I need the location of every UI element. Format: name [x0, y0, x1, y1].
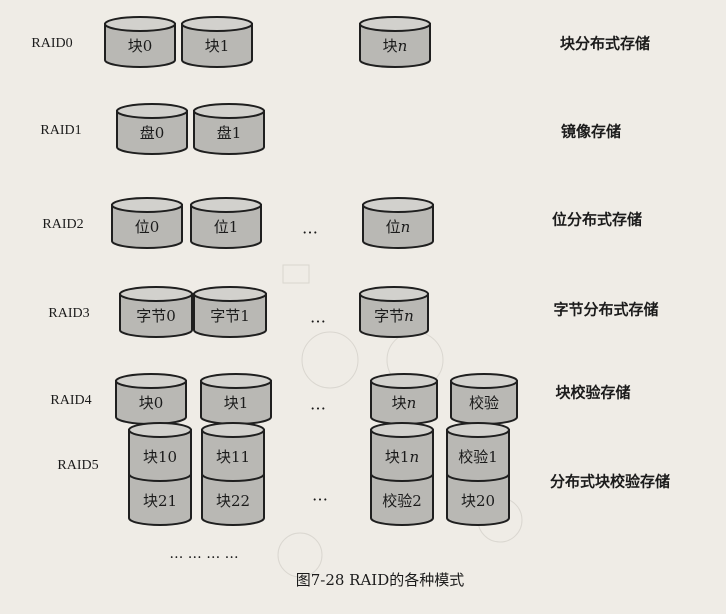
mode-description: 分布式块校验存储 [550, 473, 670, 491]
ellipsis: … [310, 395, 326, 414]
raid-row-raid3: RAID3 字节0 字节1 字节n … 字节分布式存储 [48, 286, 659, 338]
raid-level-label: RAID5 [57, 458, 98, 473]
disk-label: 块n [383, 37, 408, 55]
disk-0: 盘0 [116, 103, 188, 155]
disk-label: 块11 [216, 448, 250, 466]
ellipsis: … [310, 308, 326, 327]
disk-stack-2: 块1n 校验2 [370, 422, 434, 526]
disk-1: 盘1 [193, 103, 265, 155]
mode-description: 块校验存储 [555, 384, 630, 402]
disk-label: 块1 [205, 37, 230, 55]
disk-label: 字节0 [136, 307, 176, 325]
raid-level-label: RAID1 [40, 123, 81, 138]
figure-caption: 图7-28 RAID的各种模式 [296, 571, 465, 589]
disk-1: 位1 [190, 197, 262, 249]
disk-label: 校验2 [382, 492, 422, 510]
disk-label: 字节n [374, 307, 414, 325]
disk-3: 校验 [450, 373, 518, 425]
disk-label: 盘0 [140, 124, 165, 142]
disk-label: 块22 [216, 492, 250, 510]
disk-1: 块1 [181, 16, 253, 68]
disk-label: 校验1 [458, 448, 498, 466]
mode-description: 块分布式存储 [560, 35, 650, 53]
disk-label: 块1 [224, 394, 249, 412]
disk-0: 位0 [111, 197, 183, 249]
mode-description: 字节分布式存储 [553, 301, 658, 319]
raid-level-label: RAID4 [50, 393, 91, 408]
mode-description: 位分布式存储 [552, 211, 642, 229]
raid-row-raid0: RAID0 块0 块1 块n 块分布式存储 [31, 16, 650, 68]
raid-row-raid1: RAID1 盘0 盘1 镜像存储 [40, 103, 621, 155]
raid-row-raid2: RAID2 位0 位1 位n … 位分布式存储 [42, 197, 642, 249]
disk-label: 校验 [469, 394, 499, 412]
disk-2: 位n [362, 197, 434, 249]
bottom-ellipsis: … … … … [169, 546, 238, 562]
raid-row-raid5: RAID5 块10 块21 块11 块22 块1n 校验2 校验1 块20 … 分布式块校验存储 … … [57, 422, 670, 562]
disk-label: 块10 [143, 448, 177, 466]
disk-stack-3: 校验1 块20 [446, 422, 510, 526]
raid-level-label: RAID3 [48, 306, 89, 321]
disk-0: 块0 [104, 16, 176, 68]
disk-0: 字节0 [119, 286, 193, 338]
disk-label: 块21 [143, 492, 177, 510]
disk-label: 块0 [128, 37, 153, 55]
disk-label: 位0 [135, 218, 160, 236]
ellipsis: … [312, 486, 328, 505]
disk-label: 块1n [385, 448, 419, 466]
disk-1: 字节1 [193, 286, 267, 338]
disk-label: 位n [386, 218, 411, 236]
raid-level-label: RAID0 [31, 36, 72, 51]
disk-2: 块n [370, 373, 438, 425]
disk-2: 块n [359, 16, 431, 68]
ellipsis: … [302, 219, 318, 238]
disk-label: 盘1 [217, 124, 242, 142]
disk-label: 字节1 [210, 307, 250, 325]
disk-label: 块20 [461, 492, 495, 510]
mode-description: 镜像存储 [561, 123, 621, 141]
disk-stack-1: 块11 块22 [201, 422, 265, 526]
disk-label: 块0 [139, 394, 164, 412]
disk-label: 位1 [214, 218, 239, 236]
disk-1: 块1 [200, 373, 272, 425]
disk-0: 块0 [115, 373, 187, 425]
disk-label: 块n [392, 394, 417, 412]
disk-2: 字节n [359, 286, 429, 338]
disk-stack-0: 块10 块21 [128, 422, 192, 526]
raid-level-label: RAID2 [42, 217, 83, 232]
